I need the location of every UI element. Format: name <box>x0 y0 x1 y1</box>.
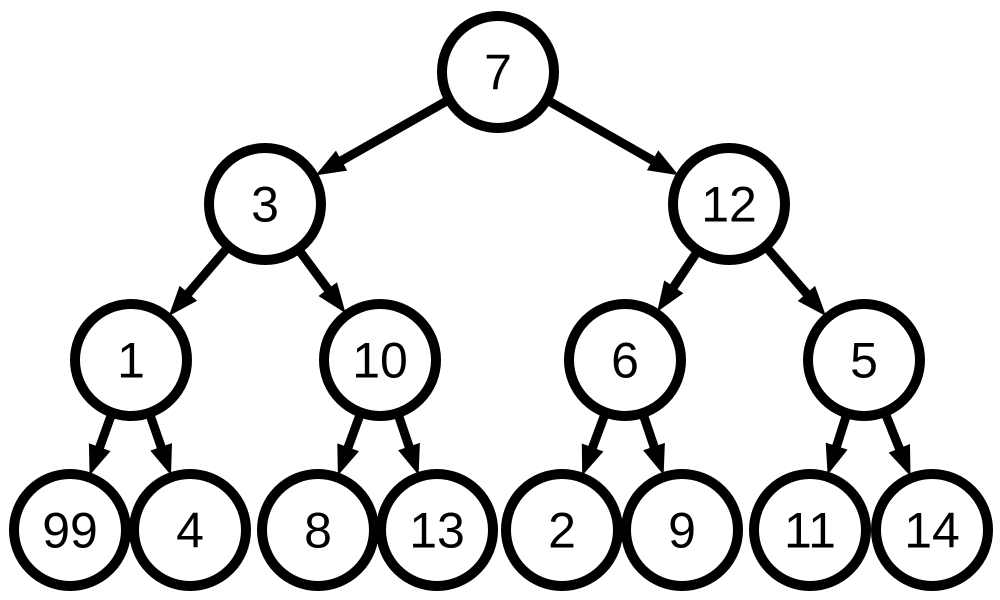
tree-node-label: 11 <box>784 503 836 559</box>
arrowhead-icon <box>318 282 346 314</box>
tree-node-11: 11 <box>749 469 871 591</box>
tree-edge-12-6 <box>668 249 701 292</box>
tree-node-10: 10 <box>319 299 441 421</box>
tree-node-label: 2 <box>548 503 576 559</box>
tree-node-99: 99 <box>9 469 131 591</box>
tree-node-circle <box>803 299 925 421</box>
tree-edge-5-14 <box>881 412 905 453</box>
arrowhead-icon <box>581 443 604 476</box>
arrowhead-icon <box>398 442 420 475</box>
tree-node-circle <box>204 143 326 265</box>
tree-node-label: 14 <box>904 503 960 559</box>
arrowhead-icon <box>643 442 665 475</box>
tree-node-label: 99 <box>42 503 98 559</box>
tree-node-9: 9 <box>621 469 743 591</box>
tree-node-4: 4 <box>129 469 251 591</box>
arrowhead-icon <box>646 150 679 176</box>
arrowhead-icon <box>657 280 684 312</box>
tree-node-circle <box>70 299 192 421</box>
tree-node-label: 13 <box>409 503 465 559</box>
tree-node-label: 9 <box>668 503 696 559</box>
tree-node-circle <box>871 469 993 591</box>
arrowhead-icon <box>150 443 172 476</box>
tree-node-14: 14 <box>871 469 993 591</box>
arrowhead-icon <box>888 444 911 477</box>
tree-node-label: 8 <box>304 503 332 559</box>
tree-node-7: 7 <box>437 11 559 133</box>
tree-edge-1-99 <box>94 413 116 452</box>
tree-node-label: 1 <box>117 333 145 389</box>
tree-edge-10-8 <box>342 412 365 452</box>
tree-node-label: 4 <box>176 503 204 559</box>
tree-node-2: 2 <box>501 469 623 591</box>
tree-node-circle <box>437 11 559 133</box>
tree-node-1: 1 <box>70 299 192 421</box>
arrowhead-icon <box>88 443 111 476</box>
tree-node-5: 5 <box>803 299 925 421</box>
tree-nodes: 7 3 12 1 10 6 5 99 4 8 13 2 9 11 14 <box>9 11 993 591</box>
tree-edge-12-5 <box>763 244 812 299</box>
tree-node-8: 8 <box>257 469 379 591</box>
tree-node-3: 3 <box>204 143 326 265</box>
tree-node-label: 12 <box>701 177 757 233</box>
tree-node-circle <box>376 469 498 591</box>
tree-edge-6-9 <box>639 413 660 451</box>
tree-edge-3-10 <box>295 248 334 295</box>
tree-node-circle <box>319 299 441 421</box>
tree-node-circle <box>564 299 686 421</box>
tree-node-circle <box>501 469 623 591</box>
tree-edges <box>88 96 911 477</box>
tree-node-circle <box>257 469 379 591</box>
tree-node-circle <box>129 469 251 591</box>
arrowhead-icon <box>337 443 359 476</box>
tree-node-circle <box>621 469 743 591</box>
tree-edge-10-13 <box>394 413 415 451</box>
tree-node-13: 13 <box>376 469 498 591</box>
tree-edge-5-11 <box>831 413 851 451</box>
tree-node-circle <box>749 469 871 591</box>
tree-edge-7-12 <box>546 96 658 166</box>
tree-edge-6-2 <box>587 412 610 452</box>
tree-node-12: 12 <box>668 143 790 265</box>
tree-node-label: 10 <box>352 333 408 389</box>
tree-edge-7-3 <box>336 96 450 167</box>
arrowhead-icon <box>168 285 198 316</box>
tree-node-label: 5 <box>850 333 878 389</box>
tree-node-label: 6 <box>611 333 639 389</box>
tree-node-6: 6 <box>564 299 686 421</box>
tree-node-label: 3 <box>251 177 279 233</box>
tree-node-circle <box>668 143 790 265</box>
tree-node-circle <box>9 469 131 591</box>
tree-edge-3-1 <box>182 245 231 299</box>
arrowhead-icon <box>315 150 348 176</box>
arrowhead-icon <box>797 285 826 317</box>
tree-node-label: 7 <box>484 45 512 101</box>
arrowhead-icon <box>825 442 848 475</box>
tree-edge-1-4 <box>145 413 167 452</box>
